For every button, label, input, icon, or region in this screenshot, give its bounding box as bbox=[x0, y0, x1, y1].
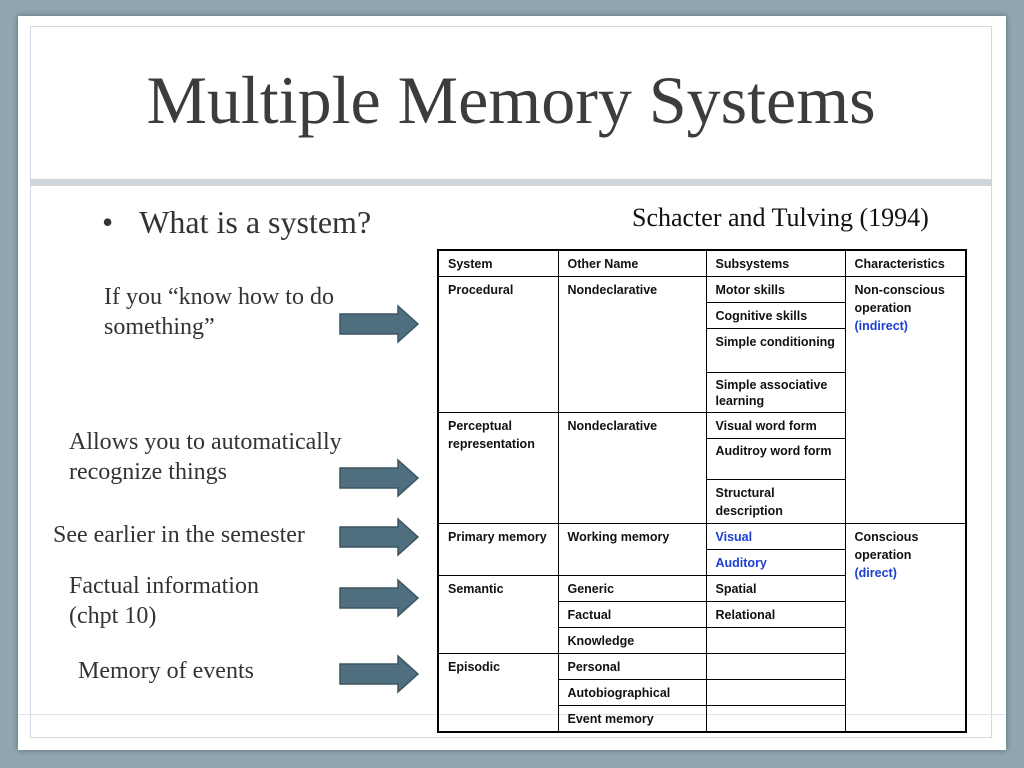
table-row: Structural description bbox=[438, 479, 966, 524]
header-subsystems: Subsystems bbox=[705, 249, 846, 277]
subsystem-cell: Relational bbox=[705, 601, 846, 628]
other-name-cell: Personal bbox=[557, 653, 707, 680]
table-row: Procedural Nondeclarative Motor skills N… bbox=[437, 276, 967, 524]
characteristics-nonconscious: Non-conscious operation (indirect) bbox=[844, 276, 967, 524]
header-other-name: Other Name bbox=[557, 249, 707, 277]
characteristics-note: (direct) bbox=[854, 566, 897, 580]
other-name-procedural: Nondeclarative bbox=[557, 276, 707, 413]
slide-title: Multiple Memory Systems bbox=[146, 62, 876, 138]
characteristics-text: Conscious operation bbox=[854, 530, 919, 562]
table-header-row: System Other Name Subsystems Characteris… bbox=[437, 249, 967, 277]
note-episodic: Memory of events bbox=[78, 658, 254, 684]
right-arrow-icon bbox=[339, 654, 420, 694]
subsystem-cell: Auditroy word form bbox=[705, 438, 846, 480]
note-semantic-line-2: (chpt 10) bbox=[69, 603, 157, 629]
table-row: Primary memory Working memory Visual Con… bbox=[437, 523, 967, 733]
note-semantic-line-1: Factual information bbox=[69, 573, 259, 599]
note-procedural: If you “know how to do something” bbox=[104, 282, 334, 342]
other-name-cell: Knowledge bbox=[557, 627, 707, 654]
slide: Multiple Memory Systems • What is a syste… bbox=[18, 16, 1006, 750]
system-primary: Primary memory bbox=[437, 523, 559, 576]
bullet-text: What is a system? bbox=[139, 204, 372, 240]
other-name-primary: Working memory bbox=[557, 523, 707, 576]
table-row: Simple conditioning bbox=[438, 328, 966, 373]
table-row: Semantic Generic Spatial bbox=[437, 575, 966, 654]
right-arrow-icon bbox=[339, 578, 420, 618]
other-name-cell: Autobiographical bbox=[557, 679, 707, 706]
system-perceptual: Perceptual representation bbox=[437, 412, 559, 524]
table-row: Auditroy word form bbox=[438, 438, 966, 480]
note-procedural-line-1: If you “know how to do bbox=[104, 284, 334, 310]
note-perceptual-line-1: Allows you to automatically bbox=[69, 429, 342, 455]
right-arrow-icon bbox=[339, 304, 420, 344]
subsystem-cell bbox=[705, 679, 846, 706]
subsystem-cell: Cognitive skills bbox=[705, 302, 846, 329]
subsystem-cell bbox=[705, 653, 846, 680]
memory-systems-table: System Other Name Subsystems Characteris… bbox=[437, 249, 967, 733]
subsystem-cell: Visual bbox=[705, 523, 846, 550]
system-semantic: Semantic bbox=[437, 575, 559, 654]
other-name-cell: Factual bbox=[557, 601, 707, 628]
note-perceptual-line-2: recognize things bbox=[69, 459, 227, 485]
table-row: Simple associative learning bbox=[438, 372, 966, 413]
table-row: Autobiographical bbox=[438, 679, 966, 706]
characteristics-text: Non-conscious operation bbox=[854, 283, 945, 315]
note-semantic: Factual information (chpt 10) bbox=[69, 571, 259, 631]
note-primary: See earlier in the semester bbox=[53, 522, 305, 548]
header-system: System bbox=[437, 249, 559, 277]
subsystem-cell: Structural description bbox=[705, 479, 846, 524]
subsystem-cell: Visual word form bbox=[705, 412, 846, 439]
right-arrow-icon bbox=[339, 458, 420, 498]
table-row: Cognitive skills bbox=[438, 302, 966, 329]
subsystem-cell: Motor skills bbox=[705, 276, 846, 303]
table-row: Factual Relational bbox=[438, 601, 966, 628]
subsystem-cell bbox=[705, 705, 846, 733]
subsystem-cell: Spatial bbox=[705, 575, 846, 602]
right-arrow-icon bbox=[339, 517, 420, 557]
subsystem-cell: Simple conditioning bbox=[705, 328, 846, 373]
characteristics-note: (indirect) bbox=[854, 319, 908, 333]
system-procedural: Procedural bbox=[437, 276, 559, 413]
note-procedural-line-2: something” bbox=[104, 314, 215, 340]
citation: Schacter and Tulving (1994) bbox=[632, 203, 929, 232]
note-perceptual: Allows you to automatically recognize th… bbox=[69, 427, 342, 487]
system-episodic: Episodic bbox=[437, 653, 559, 733]
subsystem-cell: Auditory bbox=[705, 549, 846, 576]
table-row: Auditory bbox=[438, 549, 966, 576]
title-divider bbox=[30, 179, 992, 186]
other-name-cell: Generic bbox=[557, 575, 707, 602]
header-characteristics: Characteristics bbox=[844, 249, 967, 277]
table-row: Perceptual representation Nondeclarative… bbox=[437, 412, 966, 524]
subsystem-cell: Simple associative learning bbox=[705, 372, 846, 413]
table-row: Knowledge bbox=[438, 627, 966, 654]
other-name-cell: Event memory bbox=[557, 705, 707, 733]
table-row: Episodic Personal bbox=[437, 653, 966, 733]
subsystem-cell bbox=[705, 627, 846, 654]
characteristics-conscious: Conscious operation (direct) bbox=[844, 523, 967, 733]
bullet-item: • What is a system? bbox=[102, 204, 371, 241]
other-name-perceptual: Nondeclarative bbox=[557, 412, 707, 524]
bullet-dot: • bbox=[102, 204, 114, 240]
table-row: Event memory bbox=[438, 705, 966, 733]
